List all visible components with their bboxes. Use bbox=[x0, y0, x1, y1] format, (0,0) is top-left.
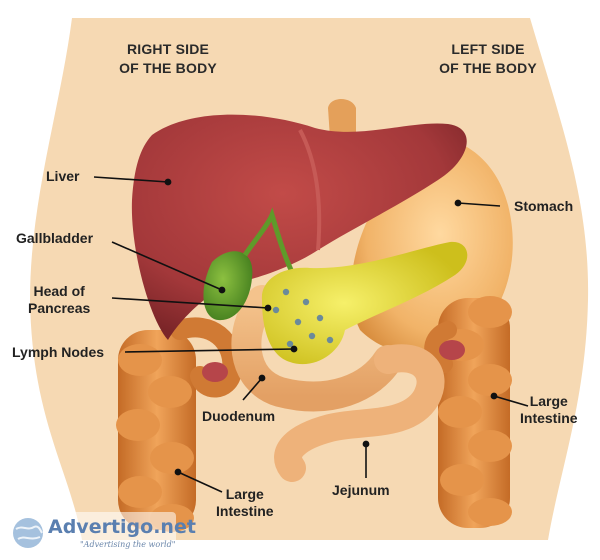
leader-large-int-right bbox=[493, 395, 529, 407]
label-gallbladder: Gallbladder bbox=[16, 230, 94, 246]
leader-stomach bbox=[457, 202, 501, 207]
label-head-of-pancreas: Head of Pancreas bbox=[28, 283, 91, 316]
watermark-text: Advertigo.net bbox=[48, 516, 196, 538]
left-side-header: LEFT SIDE OF THE BODY bbox=[439, 41, 537, 76]
label-stomach: Stomach bbox=[514, 198, 574, 214]
leader-duodenum bbox=[242, 377, 263, 401]
watermark: Advertigo.net "Advertising the world" bbox=[8, 512, 196, 554]
duodenum-loop bbox=[231, 285, 403, 412]
label-jejunum: Jejunum bbox=[332, 482, 390, 498]
leader-large-int-bottom bbox=[177, 471, 223, 493]
globe-icon bbox=[13, 518, 43, 548]
label-duodenum: Duodenum bbox=[202, 408, 276, 424]
large-intestine-right-side bbox=[116, 317, 243, 532]
label-large-intestine-right: Large Intestine bbox=[520, 393, 578, 426]
falciform-ligament bbox=[298, 129, 322, 251]
watermark-tagline: "Advertising the world" bbox=[80, 540, 176, 549]
label-lymph-nodes: Lymph Nodes bbox=[12, 344, 105, 360]
leader-gallbladder bbox=[111, 241, 223, 291]
jejunum-loop bbox=[274, 344, 445, 482]
label-large-intestine-bottom: Large Intestine bbox=[216, 486, 274, 519]
leader-pancreas bbox=[111, 297, 269, 309]
gallbladder-organ bbox=[203, 251, 253, 321]
leader-lymph bbox=[124, 348, 295, 353]
right-side-header: RIGHT SIDE OF THE BODY bbox=[119, 41, 217, 76]
large-intestine-left-side bbox=[424, 296, 512, 528]
label-liver: Liver bbox=[46, 168, 80, 184]
esophagus bbox=[328, 99, 356, 138]
leader-liver bbox=[93, 176, 169, 183]
bile-duct bbox=[242, 207, 295, 274]
